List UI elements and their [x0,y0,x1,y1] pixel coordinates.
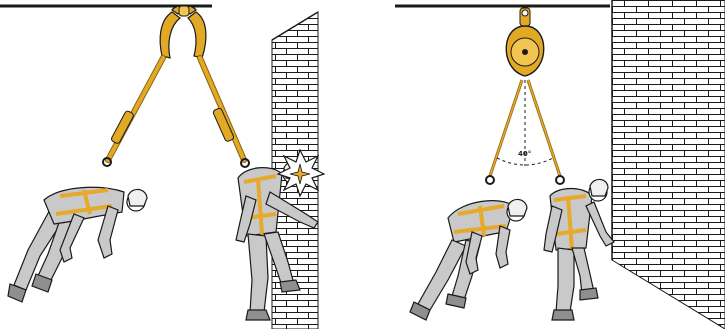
worker-swinging [8,187,147,302]
right-panel: 40° [395,0,725,329]
retractable-lifeline-icon [506,8,544,76]
right-brick-wall [612,0,725,329]
impact-burst-icon [278,150,324,196]
left-lanyard-leg-a [103,58,163,166]
left-lanyard-leg-b [200,58,249,167]
worker-hanging-right [544,176,614,320]
worker-hanging-left [410,176,527,320]
double-snap-hook-icon [160,6,206,59]
angle-indicator: 40° [497,80,553,166]
left-panel [0,6,324,329]
angle-label: 40° [518,150,531,158]
